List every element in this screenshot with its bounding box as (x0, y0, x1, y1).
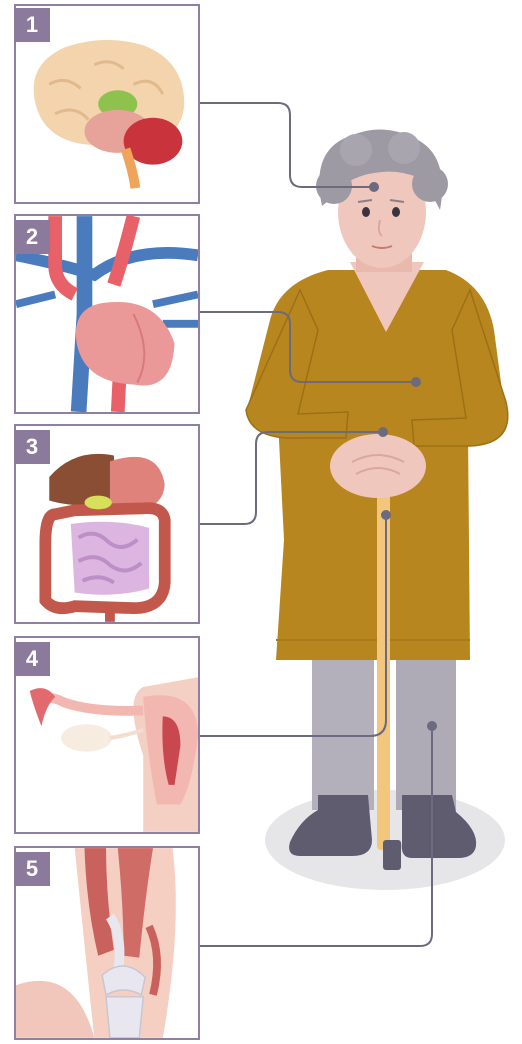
connector-4-dot (381, 510, 391, 520)
right-shoe (402, 795, 476, 858)
connector-1-dot (369, 182, 379, 192)
panel-number-1-badge: 1 (14, 8, 50, 42)
left-shoe (289, 795, 372, 856)
left-arm (246, 290, 348, 438)
connector-5-dot (427, 721, 437, 731)
connector-5 (200, 726, 432, 946)
hair (319, 129, 442, 210)
left-leg (312, 660, 374, 810)
cane-tip (383, 840, 401, 870)
right-arm (412, 290, 508, 446)
connector-2-dot (411, 377, 421, 387)
mouth (372, 246, 392, 248)
connector-3 (200, 432, 382, 524)
panel-number-2-badge: 2 (14, 220, 50, 254)
panel-number-2: 2 (26, 224, 38, 250)
cane (377, 490, 390, 850)
floor-shadow (265, 790, 505, 890)
face (338, 156, 426, 268)
panel-number-5: 5 (26, 856, 38, 882)
panel-number-4-badge: 4 (14, 642, 50, 676)
hands (330, 434, 426, 498)
connector-3-dot (378, 427, 388, 437)
connector-2 (200, 312, 414, 382)
dress (246, 270, 506, 660)
neckline (350, 262, 424, 332)
right-leg (396, 660, 456, 810)
left-eye (362, 207, 370, 217)
panel-number-1: 1 (26, 12, 38, 38)
connector-4 (200, 516, 386, 736)
right-eye (392, 207, 400, 217)
connector-1 (200, 103, 372, 187)
panel-number-5-badge: 5 (14, 852, 50, 886)
panel-number-3: 3 (26, 434, 38, 460)
panel-number-3-badge: 3 (14, 430, 50, 464)
panel-number-4: 4 (26, 646, 38, 672)
